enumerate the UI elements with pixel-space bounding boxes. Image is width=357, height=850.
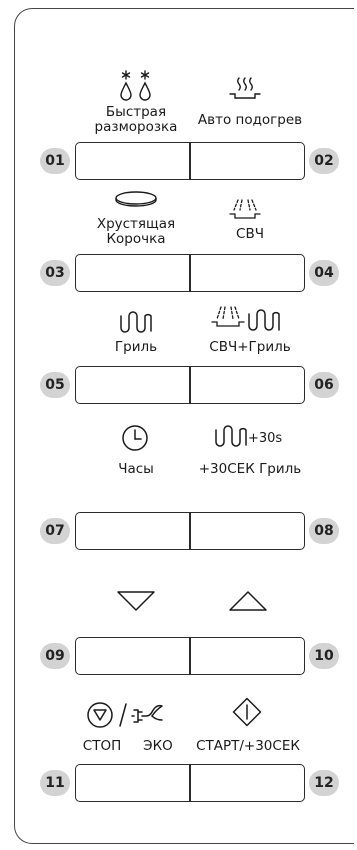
up-triangle-icon <box>228 590 268 612</box>
stop-label: СТОП <box>82 738 122 754</box>
plus-30sec-grill-label: +30СЕК Гриль <box>198 461 302 477</box>
grill-button[interactable] <box>75 366 190 404</box>
clock-label: Часы <box>118 461 154 477</box>
stop-eco-button[interactable] <box>75 764 190 802</box>
button-number-03: 03 <box>40 260 70 286</box>
start-icon <box>232 697 262 727</box>
button-number-08: 08 <box>309 518 339 544</box>
crusty-button[interactable] <box>75 254 190 292</box>
down-triangle-icon <box>116 590 156 612</box>
button-number-04: 04 <box>309 260 339 286</box>
control-panel <box>14 8 354 844</box>
microwave-grill-icon <box>211 304 281 334</box>
grill-icon <box>119 310 153 334</box>
microwave-grill-label: СВЧ+Гриль <box>209 339 291 355</box>
down-button[interactable] <box>75 637 190 675</box>
button-number-02: 02 <box>309 148 339 174</box>
start-label: СТАРТ/+30СЕК <box>196 738 300 754</box>
button-number-01: 01 <box>40 148 70 174</box>
microwave-grill-button[interactable] <box>190 366 305 404</box>
auto-reheat-button[interactable] <box>190 142 305 180</box>
grill-label: Гриль <box>114 339 158 355</box>
auto-reheat-icon <box>228 76 262 102</box>
defrost-label: Быстрая разморозка <box>94 104 178 135</box>
button-number-07: 07 <box>40 518 70 544</box>
button-number-05: 05 <box>40 372 70 398</box>
auto-reheat-label: Авто подогрев <box>197 112 303 128</box>
eco-label: ЭКО <box>143 738 173 754</box>
button-number-11: 11 <box>40 770 70 796</box>
plus-30sec-grill-button[interactable] <box>190 512 305 550</box>
microwave-button[interactable] <box>190 254 305 292</box>
button-number-12: 12 <box>309 770 339 796</box>
grill-plus-30s-icon <box>214 424 248 448</box>
button-number-06: 06 <box>309 372 339 398</box>
microwave-label: СВЧ <box>236 226 264 242</box>
up-button[interactable] <box>190 637 305 675</box>
crusty-label: Хрустящая Корочка <box>96 216 176 247</box>
clock-button[interactable] <box>75 512 190 550</box>
microwave-icon <box>228 197 262 223</box>
defrost-icon <box>119 70 153 102</box>
crusty-plate-icon <box>114 190 158 210</box>
plus-30s-text: +30s <box>248 431 283 446</box>
start-button[interactable] <box>190 764 305 802</box>
stop-eco-icon <box>86 700 166 730</box>
quick-defrost-button[interactable] <box>75 142 190 180</box>
clock-icon <box>120 423 150 453</box>
button-number-09: 09 <box>40 643 70 669</box>
button-number-10: 10 <box>309 643 339 669</box>
